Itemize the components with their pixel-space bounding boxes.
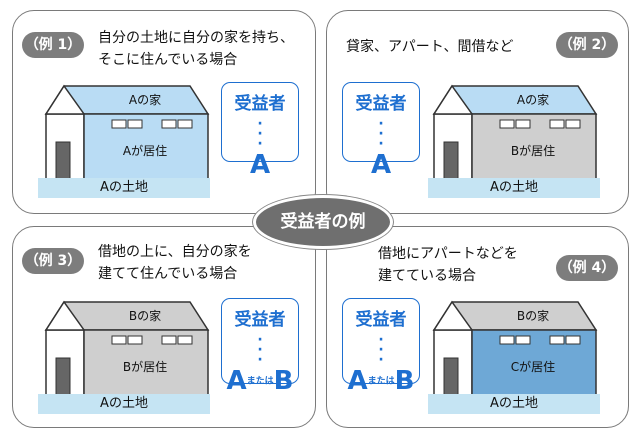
window xyxy=(127,119,143,129)
window xyxy=(499,119,515,129)
door xyxy=(443,141,459,181)
beneficiary-box: 受益者 ··· A xyxy=(221,82,299,179)
vertical-dots: ··· xyxy=(378,332,384,368)
beneficiary-name: AまたはB xyxy=(222,367,298,396)
example-description-line: そこに住んでいる場合 xyxy=(98,52,238,68)
window xyxy=(515,335,531,345)
beneficiary-box: 受益者 ··· AまたはB xyxy=(342,298,420,395)
example-description-line: 借地の上に、自分の家を xyxy=(98,244,252,260)
door xyxy=(55,357,71,397)
beneficiary-name: AまたはB xyxy=(343,367,419,396)
beneficiary-title: 受益者 xyxy=(234,94,286,114)
house-owner-label: Bの家 xyxy=(128,309,162,323)
beneficiary-or: または xyxy=(367,376,395,387)
gable xyxy=(432,84,474,115)
window xyxy=(177,119,193,129)
example-description-line: 自分の土地に自分の家を持ち、 xyxy=(98,30,294,46)
beneficiary-title: 受益者 xyxy=(355,310,407,330)
window xyxy=(127,335,143,345)
beneficiary-title: 受益者 xyxy=(234,310,286,330)
window xyxy=(565,335,581,345)
beneficiary-name: A xyxy=(249,150,271,180)
beneficiary-title: 受益者 xyxy=(355,94,407,114)
window xyxy=(515,119,531,129)
land-strip: Aの土地 xyxy=(38,178,210,198)
example-badge: （例 1） xyxy=(22,32,84,58)
house-drawing xyxy=(432,300,598,397)
window xyxy=(161,335,177,345)
beneficiary-or: または xyxy=(246,376,274,387)
example-badge: （例 4） xyxy=(556,255,618,281)
example-badge: （例 3） xyxy=(22,248,84,274)
resident-label: Bが居住 xyxy=(122,360,168,374)
house-drawing xyxy=(44,300,210,397)
vertical-dots: ··· xyxy=(257,116,263,152)
example-description-line: 借地にアパートなどを xyxy=(378,246,518,262)
beneficiary-b: B xyxy=(273,366,294,396)
resident-label: Bが居住 xyxy=(510,144,556,158)
window xyxy=(111,119,127,129)
window xyxy=(177,335,193,345)
land-strip: Aの土地 xyxy=(428,178,600,198)
beneficiary-a: A xyxy=(226,366,247,396)
vertical-dots: ··· xyxy=(378,116,384,152)
gable xyxy=(432,300,474,331)
land-owner-label: Aの土地 xyxy=(100,180,148,195)
example-description-line: 貸家、アパート、間借など xyxy=(346,39,514,55)
land-strip: Aの土地 xyxy=(428,394,600,414)
window xyxy=(499,335,515,345)
house-owner-label: Bの家 xyxy=(516,309,550,323)
land-owner-label: Aの土地 xyxy=(490,396,538,411)
resident-label: Aが居住 xyxy=(122,144,168,158)
resident-label: Cが居住 xyxy=(510,360,556,374)
center-title: 受益者の例 xyxy=(253,195,393,249)
gable xyxy=(44,84,86,115)
window xyxy=(549,335,565,345)
window xyxy=(111,335,127,345)
beneficiary-box: 受益者 ··· A xyxy=(342,82,420,179)
vertical-dots: ··· xyxy=(257,332,263,368)
beneficiary-a: A xyxy=(347,366,368,396)
door xyxy=(443,357,459,397)
land-owner-label: Aの土地 xyxy=(100,396,148,411)
window xyxy=(549,119,565,129)
land-owner-label: Aの土地 xyxy=(490,180,538,195)
example-description-line: 建てている場合 xyxy=(378,268,476,284)
house-owner-label: Aの家 xyxy=(128,93,162,107)
beneficiary-name: A xyxy=(370,150,392,180)
door xyxy=(55,141,71,181)
window xyxy=(565,119,581,129)
house-illustration xyxy=(40,300,210,398)
beneficiary-box: 受益者 ··· AまたはB xyxy=(221,298,299,395)
window xyxy=(161,119,177,129)
house-illustration xyxy=(428,300,598,398)
beneficiary-b: B xyxy=(394,366,415,396)
example-description-line: 建てて住んでいる場合 xyxy=(98,266,238,282)
house-owner-label: Aの家 xyxy=(516,93,550,107)
gable xyxy=(44,300,86,331)
example-badge: （例 2） xyxy=(556,32,618,58)
land-strip: Aの土地 xyxy=(38,394,210,414)
